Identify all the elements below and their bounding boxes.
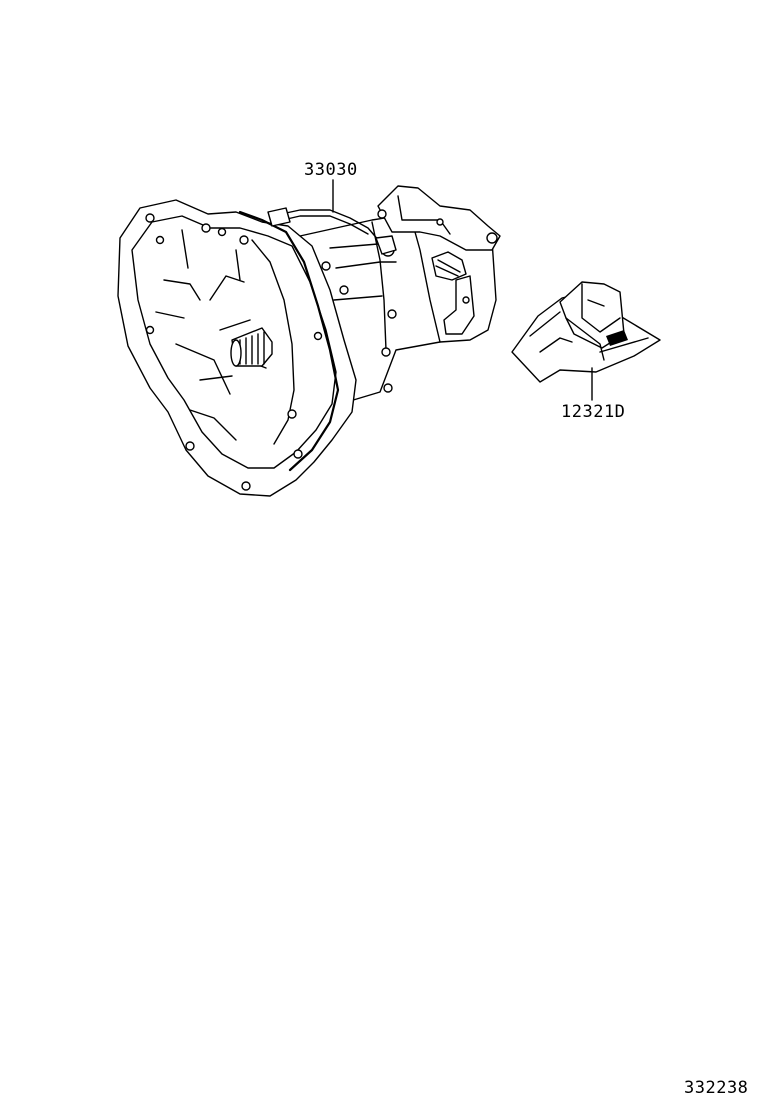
transmission-assembly-drawing: [117, 185, 501, 497]
diagram-reference-number: 332238: [684, 1078, 749, 1098]
part-number-label-33030: 33030: [304, 160, 358, 180]
mount-bracket-drawing: [511, 281, 661, 383]
part-number-label-12321d: 12321D: [561, 402, 626, 422]
